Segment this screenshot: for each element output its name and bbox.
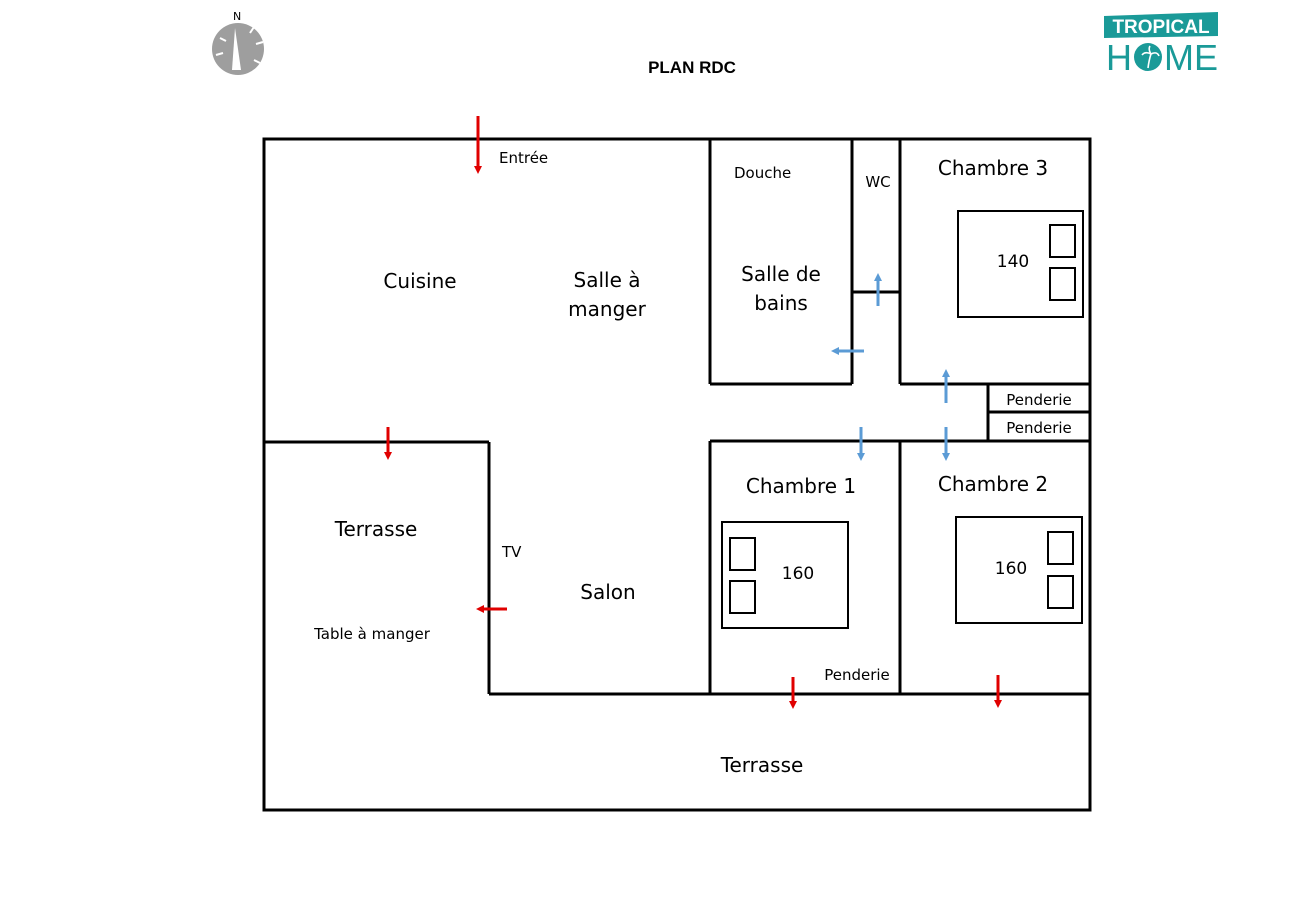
label-salle-a-manger-1: Salle à <box>574 268 641 292</box>
logo-h: H <box>1106 37 1132 78</box>
label-douche: Douche <box>734 164 791 182</box>
label-wc: WC <box>865 173 890 191</box>
label-salle-de-bains-1: Salle de <box>741 262 821 286</box>
pillow <box>1049 267 1076 301</box>
label-cuisine: Cuisine <box>383 269 456 293</box>
page-title: PLAN RDC <box>648 58 736 77</box>
label-salle-de-bains-2: bains <box>754 291 808 315</box>
bed-chambre3 <box>957 210 1084 318</box>
palm-icon <box>1134 43 1162 71</box>
label-terrasse-bottom: Terrasse <box>720 753 804 777</box>
pillow <box>729 580 756 614</box>
pillow <box>729 537 756 571</box>
bed-size-chambre1: 160 <box>782 564 814 584</box>
outer-wall <box>262 137 1092 812</box>
label-chambre1: Chambre 1 <box>746 474 856 498</box>
label-salon: Salon <box>580 580 635 604</box>
pillow <box>1049 224 1076 258</box>
label-chambre3: Chambre 3 <box>938 156 1048 180</box>
label-tv: TV <box>501 543 522 561</box>
bed-size-chambre3: 140 <box>997 252 1029 272</box>
compass-north-label: N <box>233 10 241 23</box>
label-salle-a-manger-2: manger <box>568 297 646 321</box>
bed-size-chambre2: 160 <box>995 559 1027 579</box>
pillow <box>1047 531 1074 565</box>
label-table-a-manger: Table à manger <box>313 625 431 643</box>
logo-me: ME <box>1164 37 1218 78</box>
label-entree: Entrée <box>499 149 548 167</box>
label-terrasse-left: Terrasse <box>334 517 418 541</box>
label-chambre2: Chambre 2 <box>938 472 1048 496</box>
label-penderie-top: Penderie <box>1006 391 1072 409</box>
pillow <box>1047 575 1074 609</box>
bed-chambre2 <box>955 516 1083 624</box>
tropical-home-logo: TROPICAL H ME <box>1104 12 1218 78</box>
label-penderie-chambre1: Penderie <box>824 666 890 684</box>
label-penderie-bottom: Penderie <box>1006 419 1072 437</box>
logo-line1: TROPICAL <box>1112 17 1210 38</box>
bed-chambre1 <box>721 521 849 629</box>
walls <box>262 137 1092 812</box>
compass-icon: N <box>212 10 264 75</box>
